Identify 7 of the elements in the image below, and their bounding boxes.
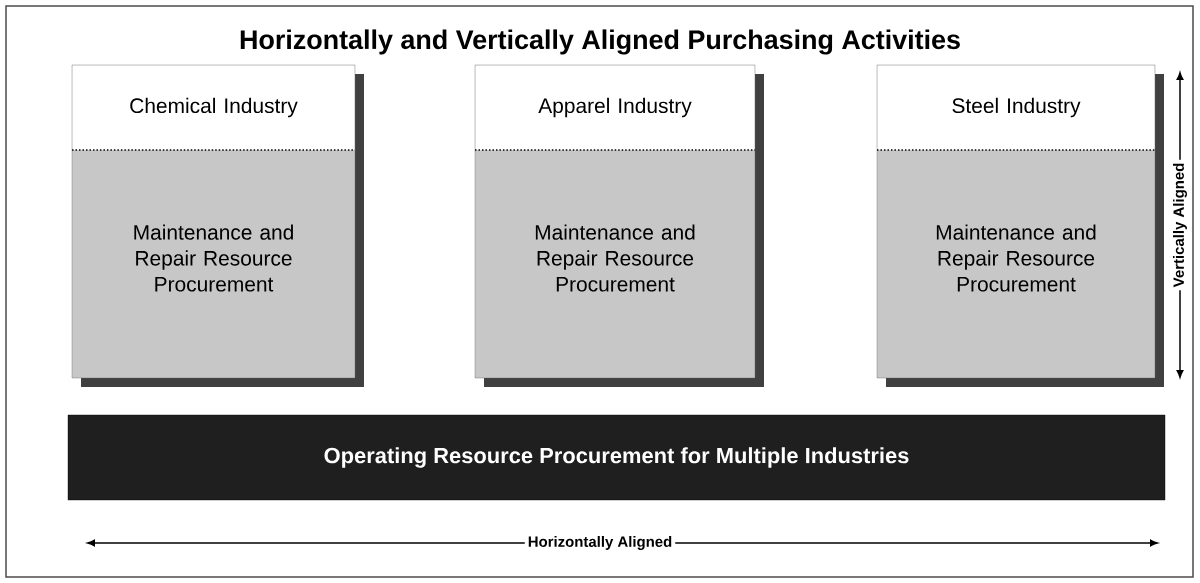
axis-label: Vertically Aligned	[1170, 159, 1190, 291]
procurement-bar: Operating Resource Procurement for Multiple Industries	[67, 414, 1166, 501]
title: Horizontally and Vertically Aligned Purchasing Activities	[240, 29, 960, 55]
industry-box: Chemical Industry Maintenance and Repair Resource Procurement	[71, 64, 364, 387]
industry-box: Steel Industry Maintenance and Repair Resource Procurement	[876, 64, 1164, 387]
axis-label: Horizontally Aligned	[524, 533, 676, 553]
industry-box: Apparel Industry Maintenance and Repair Resource Procurement	[474, 64, 764, 387]
